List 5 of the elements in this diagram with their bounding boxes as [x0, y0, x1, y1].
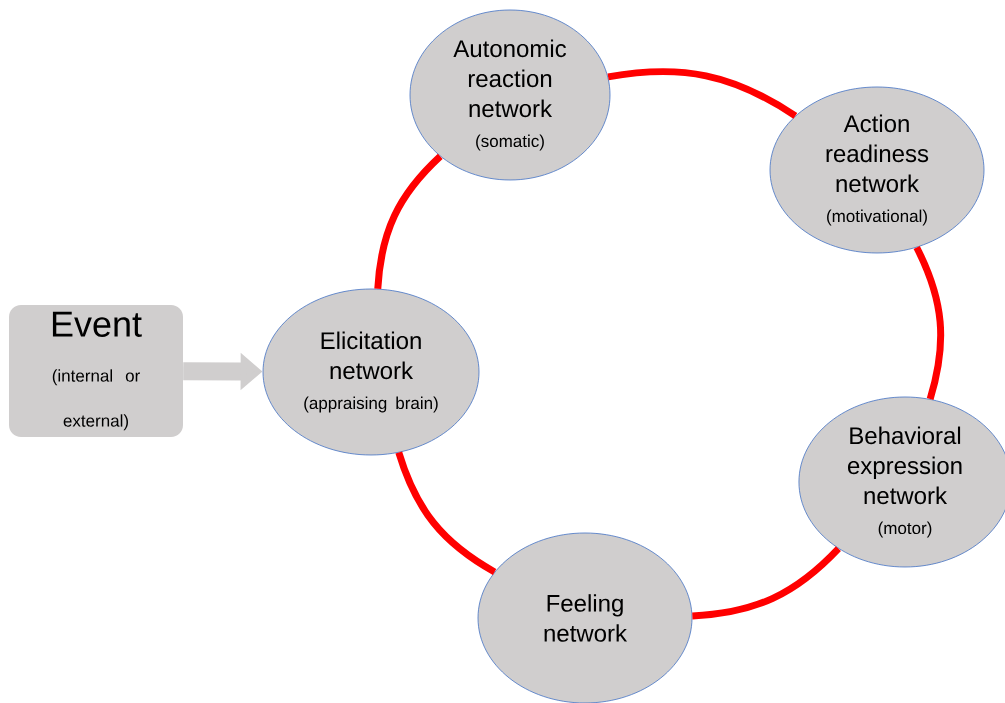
connector-line — [395, 451, 497, 575]
connector-line — [374, 153, 443, 290]
event-box: Event (internal or external) — [9, 305, 183, 437]
connector-line — [607, 68, 798, 119]
connector-line — [913, 245, 945, 400]
